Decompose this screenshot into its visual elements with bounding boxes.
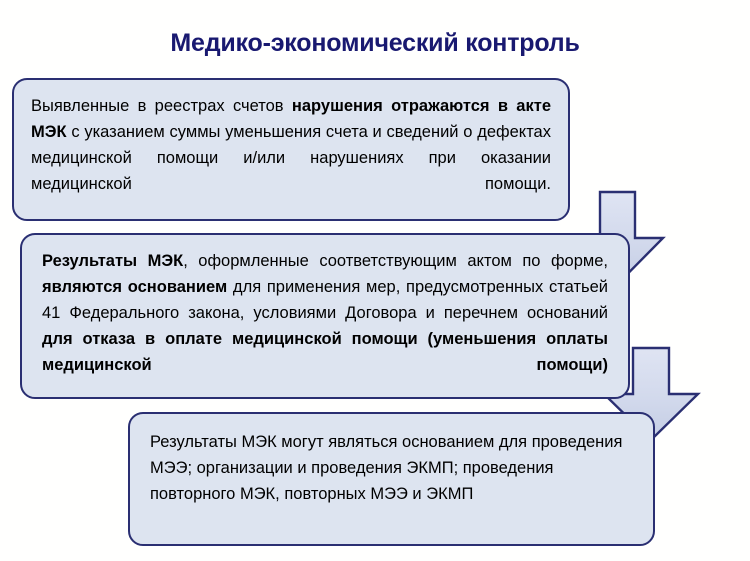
callout-box-2: Результаты МЭК, оформленные соответствую…	[20, 233, 630, 399]
callout-box-3-text: Результаты МЭК могут являться основанием…	[150, 433, 623, 503]
callout-box-2-text: Результаты МЭК, оформленные соответствую…	[42, 252, 609, 374]
callout-box-1-text: Выявленные в реестрах счетов нарушения о…	[31, 97, 551, 193]
page-title: Медико-экономический контроль	[170, 29, 580, 57]
callout-box-1: Выявленные в реестрах счетов нарушения о…	[12, 78, 570, 221]
callout-box-3: Результаты МЭК могут являться основанием…	[128, 412, 655, 546]
